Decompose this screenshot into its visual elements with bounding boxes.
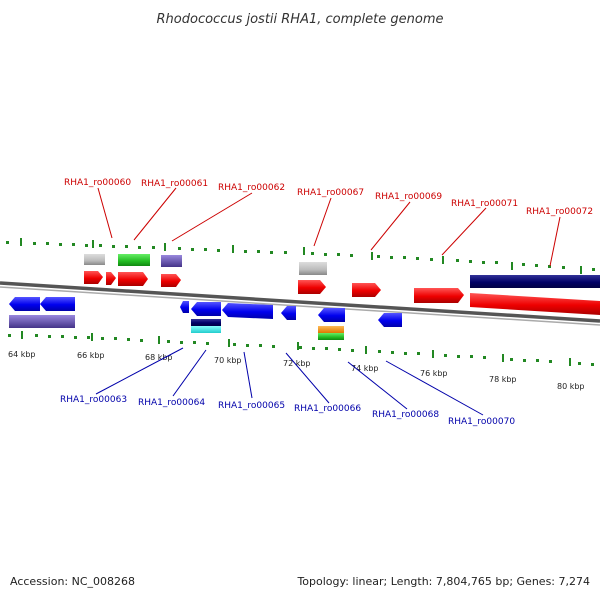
kbp-label-74: 74 kbp <box>351 364 379 373</box>
gene-ro00065-small[interactable] <box>281 306 296 320</box>
gene-navy-2[interactable] <box>191 319 221 326</box>
gene-orange-1[interactable] <box>318 326 344 333</box>
kbp-label-72: 72 kbp <box>283 359 311 368</box>
gene-ro00061a-arrow[interactable] <box>106 272 116 285</box>
kbp-tick-labels: 64 kbp 66 kbp 68 kbp 70 kbp 72 kbp 74 kb… <box>8 350 585 391</box>
genome-backbone <box>0 281 600 326</box>
kbp-label-64: 64 kbp <box>8 350 36 359</box>
gene-ro00071-arrow[interactable] <box>414 288 464 303</box>
gene-cyan-1[interactable] <box>191 326 221 333</box>
gene-ro00063b-arrow[interactable] <box>40 297 75 311</box>
gene-ro00069-arrow[interactable] <box>352 283 381 297</box>
accession-text: Accession: NC_008268 <box>10 575 136 588</box>
gene-ro00072-arrow[interactable] <box>470 293 600 315</box>
gene-green-1[interactable] <box>118 254 150 266</box>
label-ro00065[interactable]: RHA1_ro00065 <box>218 401 285 411</box>
top-ticks <box>6 238 595 274</box>
kbp-label-76: 76 kbp <box>420 369 448 378</box>
gene-grey-2[interactable] <box>299 262 327 275</box>
label-ro00070[interactable]: RHA1_ro00070 <box>448 417 515 427</box>
gene-ro00060-arrow[interactable] <box>84 271 103 284</box>
gene-purple-1[interactable] <box>161 255 182 267</box>
gene-ro00067-arrow[interactable] <box>298 280 326 294</box>
label-ro00060[interactable]: RHA1_ro00060 <box>64 178 131 188</box>
gene-ro00068-arrow[interactable] <box>378 313 402 327</box>
kbp-label-80: 80 kbp <box>557 382 585 391</box>
bottom-gene-labels: RHA1_ro00063 RHA1_ro00064 RHA1_ro00065 R… <box>60 395 515 427</box>
gene-ro00063a-arrow[interactable] <box>9 297 40 311</box>
gene-ro00064-arrow[interactable] <box>191 302 221 316</box>
reverse-features <box>9 297 402 340</box>
label-ro00062[interactable]: RHA1_ro00062 <box>218 183 285 193</box>
gene-ro00064-small[interactable] <box>180 301 189 313</box>
topology-text: Topology: linear; Length: 7,804,765 bp; … <box>297 575 590 588</box>
kbp-label-78: 78 kbp <box>489 375 517 384</box>
bottom-ticks <box>8 331 594 366</box>
label-ro00061[interactable]: RHA1_ro00061 <box>141 179 208 189</box>
label-ro00068[interactable]: RHA1_ro00068 <box>372 410 439 420</box>
bottom-leader-lines <box>95 347 484 416</box>
top-leader-lines <box>97 187 561 267</box>
label-ro00069[interactable]: RHA1_ro00069 <box>375 192 442 202</box>
label-ro00072[interactable]: RHA1_ro00072 <box>526 207 593 217</box>
gene-ro00065-arrow[interactable] <box>222 303 273 319</box>
kbp-label-70: 70 kbp <box>214 356 242 365</box>
gene-navy-ro00072[interactable] <box>470 275 600 288</box>
gene-ro00061b-arrow[interactable] <box>118 272 148 286</box>
gene-ro00062-arrow[interactable] <box>161 274 181 287</box>
top-gene-labels: RHA1_ro00060 RHA1_ro00061 RHA1_ro00062 R… <box>64 178 593 217</box>
kbp-label-68: 68 kbp <box>145 353 173 362</box>
kbp-label-66: 66 kbp <box>77 351 105 360</box>
label-ro00067[interactable]: RHA1_ro00067 <box>297 188 364 198</box>
map-title: Rhodococcus jostii RHA1, complete genome <box>157 12 444 27</box>
gene-green-2[interactable] <box>318 333 344 340</box>
label-ro00063[interactable]: RHA1_ro00063 <box>60 395 127 405</box>
gene-ro00066-arrow[interactable] <box>318 308 345 322</box>
gene-grey-1[interactable] <box>84 254 105 265</box>
forward-features <box>84 254 600 315</box>
label-ro00066[interactable]: RHA1_ro00066 <box>294 404 361 414</box>
gene-purple-2[interactable] <box>9 315 75 328</box>
label-ro00064[interactable]: RHA1_ro00064 <box>138 398 205 408</box>
label-ro00071[interactable]: RHA1_ro00071 <box>451 199 518 209</box>
